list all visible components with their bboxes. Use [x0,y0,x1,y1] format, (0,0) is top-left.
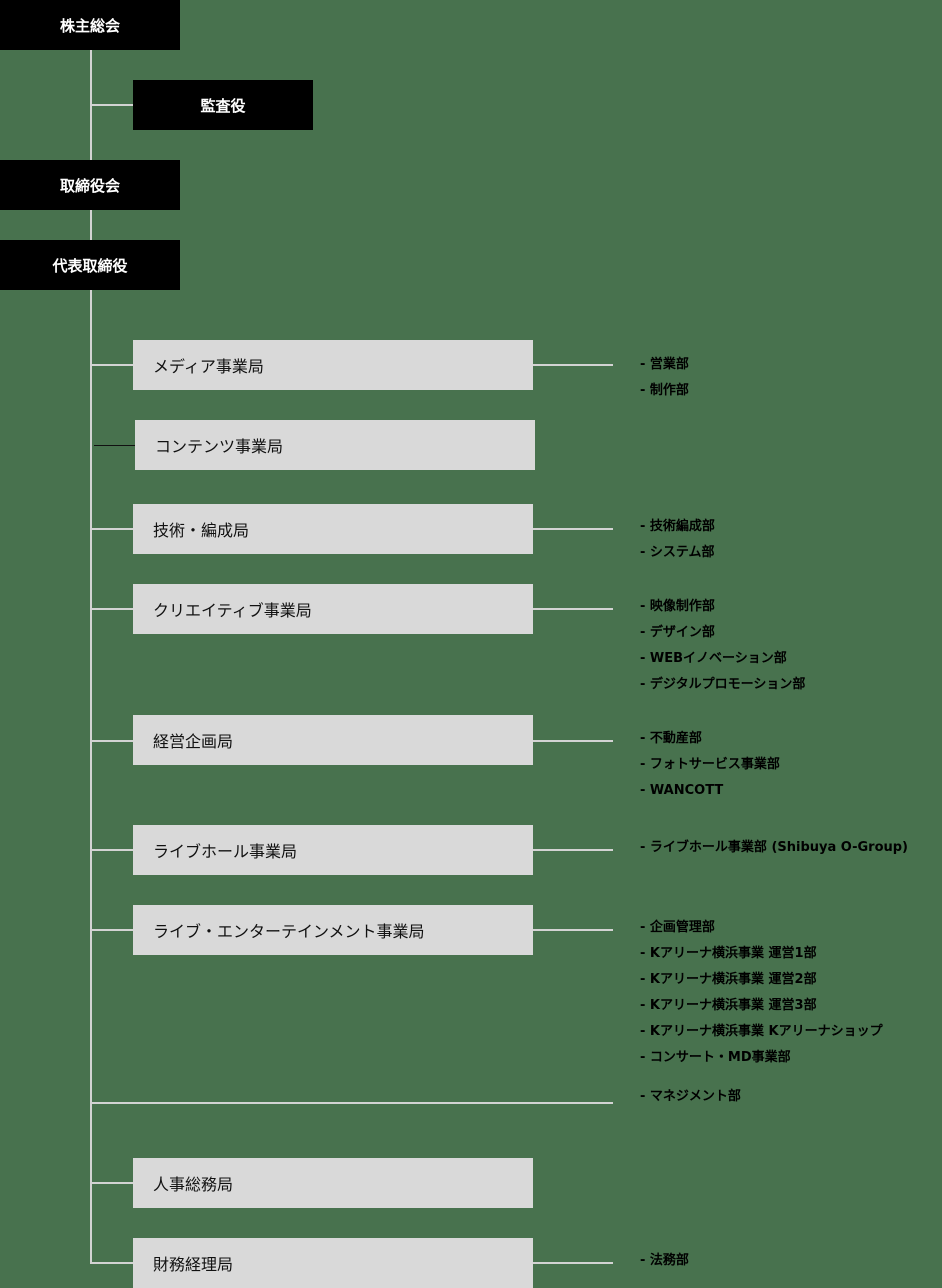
dept-list-finance: - 法務部 [640,1248,689,1274]
dept-item: - 営業部 [640,357,689,372]
dept-item: - Kアリーナ横浜事業 運営3部 [640,998,817,1013]
connector-creative-depts [533,608,613,610]
dept-item: - デザイン部 [640,625,715,640]
dept-item: - システム部 [640,545,715,560]
ceo-label: 代表取締役 [52,256,128,275]
bureau-label: 技術・編成局 [153,521,250,540]
dept-list-media: - 営業部 - 制作部 [640,352,689,404]
connector-finance [90,1262,133,1264]
connector-management [90,1102,613,1104]
connector-planning-depts [533,740,613,742]
dept-item: - フォトサービス事業部 [640,757,780,772]
dept-list-tech: - 技術編成部 - システム部 [640,514,715,566]
bureau-hr: 人事総務局 [133,1158,533,1208]
connector-media-depts [533,364,613,366]
connector-tech [90,528,133,530]
connector-liveent [90,929,133,931]
bureau-label: 財務経理局 [153,1255,234,1274]
dept-list-planning: - 不動産部 - フォトサービス事業部 - WANCOTT [640,726,780,804]
connector-tech-depts [533,528,613,530]
dept-item: - Kアリーナ横浜事業 運営2部 [640,972,817,987]
bureau-finance: 財務経理局 [133,1238,533,1288]
dept-item: - コンサート・MD事業部 [640,1050,791,1065]
connector-livehall-depts [533,849,613,851]
bureau-label: ライブホール事業局 [153,842,298,861]
bureau-label: 人事総務局 [153,1175,234,1194]
bureau-label: クリエイティブ事業局 [153,601,312,620]
dept-item: - WANCOTT [640,783,724,798]
bureau-contents: コンテンツ事業局 [135,420,535,470]
board-box: 取締役会 [0,160,180,210]
dept-item: - マネジメント部 [640,1089,741,1104]
board-label: 取締役会 [59,176,120,195]
dept-item: - デジタルプロモーション部 [640,677,806,692]
bureau-planning: 経営企画局 [133,715,533,765]
connector-livehall [90,849,133,851]
bureau-creative: クリエイティブ事業局 [133,584,533,634]
bureau-tech: 技術・編成局 [133,504,533,554]
spine-line-top [90,50,92,240]
connector-media [90,364,133,366]
connector-hr [90,1182,133,1184]
auditor-box: 監査役 [133,80,313,130]
bureau-label: ライブ・エンターテインメント事業局 [153,922,425,941]
auditor-label: 監査役 [200,96,246,115]
connector-finance-depts [533,1262,613,1264]
dept-item: - ライブホール事業部 (Shibuya O-Group) [640,840,908,855]
bureau-label: 経営企画局 [153,732,234,751]
dept-item: - 企画管理部 [640,920,715,935]
bureau-livehall: ライブホール事業局 [133,825,533,875]
dept-item: - WEBイノベーション部 [640,651,787,666]
auditor-connector [90,104,133,106]
dept-item: - 制作部 [640,383,689,398]
bureau-label: メディア事業局 [153,357,264,376]
dept-item: - Kアリーナ横浜事業 運営1部 [640,946,817,961]
spine-line-main [90,290,92,1264]
bureau-liveent: ライブ・エンターテインメント事業局 [133,905,533,955]
bureau-label: コンテンツ事業局 [155,437,284,456]
dept-list-livehall: - ライブホール事業部 (Shibuya O-Group) [640,835,908,861]
dept-item: - 技術編成部 [640,519,715,534]
dept-item: - 映像制作部 [640,599,715,614]
shareholders-meeting-box: 株主総会 [0,0,180,50]
connector-creative [90,608,133,610]
dept-item: - Kアリーナ横浜事業 Kアリーナショップ [640,1024,883,1039]
ceo-box: 代表取締役 [0,240,180,290]
dept-item: - 不動産部 [640,731,702,746]
shareholders-meeting-label: 株主総会 [59,16,120,35]
dept-list-liveent: - 企画管理部 - Kアリーナ横浜事業 運営1部 - Kアリーナ横浜事業 運営2… [640,915,883,1071]
dept-item: - 法務部 [640,1253,689,1268]
dept-list-management: - マネジメント部 [640,1084,741,1110]
dept-list-creative: - 映像制作部 - デザイン部 - WEBイノベーション部 - デジタルプロモー… [640,594,805,698]
connector-planning [90,740,133,742]
connector-contents [94,445,135,446]
bureau-media: メディア事業局 [133,340,533,390]
connector-liveent-depts [533,929,613,931]
